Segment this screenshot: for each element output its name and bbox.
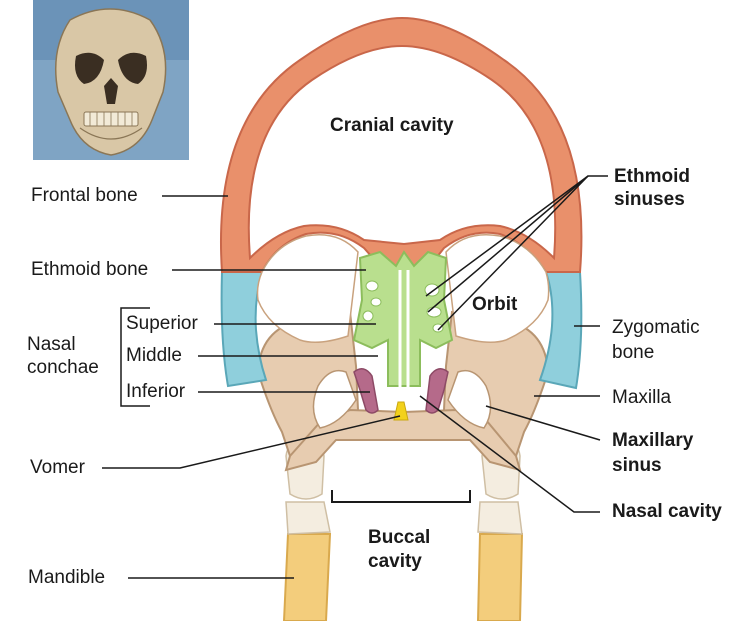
label-nasal-conchae-line1: Nasal [27,334,76,355]
label-middle: Middle [126,345,182,366]
label-ethmoid-sinuses-line1: Ethmoid [614,166,690,187]
label-ethmoid-bone: Ethmoid bone [31,259,149,280]
label-maxillary-sinus-line2: sinus [612,455,662,476]
leader-vomer [102,415,401,469]
ethmoid-bone-shape [352,250,454,388]
zygomatic-bone-shape [220,271,583,390]
buccal-cavity-bracket [331,490,471,503]
label-inferior: Inferior [126,381,186,402]
frontal-bone-shape [220,16,583,273]
inferior-conchae-shape [353,368,449,414]
leader-ethmoid-sinuses-3 [437,175,589,331]
leader-maxillary-sinus [485,405,601,441]
label-zygomatic-bone-line1: Zygomatic [612,317,700,338]
label-mandible: Mandible [28,567,106,588]
vomer-shape [393,401,409,421]
label-vomer: Vomer [30,457,85,478]
maxilla-shape [256,310,550,472]
label-cranial-cavity: Cranial cavity [330,115,454,136]
label-orbit: Orbit [472,294,518,315]
nasal-conchae-bracket [120,307,150,407]
label-ethmoid-sinuses-line2: sinuses [614,189,685,210]
label-frontal-bone: Frontal bone [31,185,138,206]
mandible-shape [282,533,524,621]
label-maxillary-sinus-line1: Maxillary [612,430,694,451]
leader-ethmoid-sinuses-2 [427,175,589,313]
label-superior: Superior [126,313,198,334]
label-nasal-cavity: Nasal cavity [612,501,722,522]
leader-nasal-cavity [419,395,600,513]
leader-lines [102,175,608,579]
label-nasal-conchae-line2: conchae [27,357,99,378]
label-zygomatic-bone-line2: bone [612,342,655,363]
label-buccal-cavity-line2: cavity [368,551,422,572]
label-buccal-cavity-line1: Buccal [368,527,431,548]
skull-thumbnail-inset [33,0,189,160]
label-maxilla: Maxilla [612,387,672,408]
